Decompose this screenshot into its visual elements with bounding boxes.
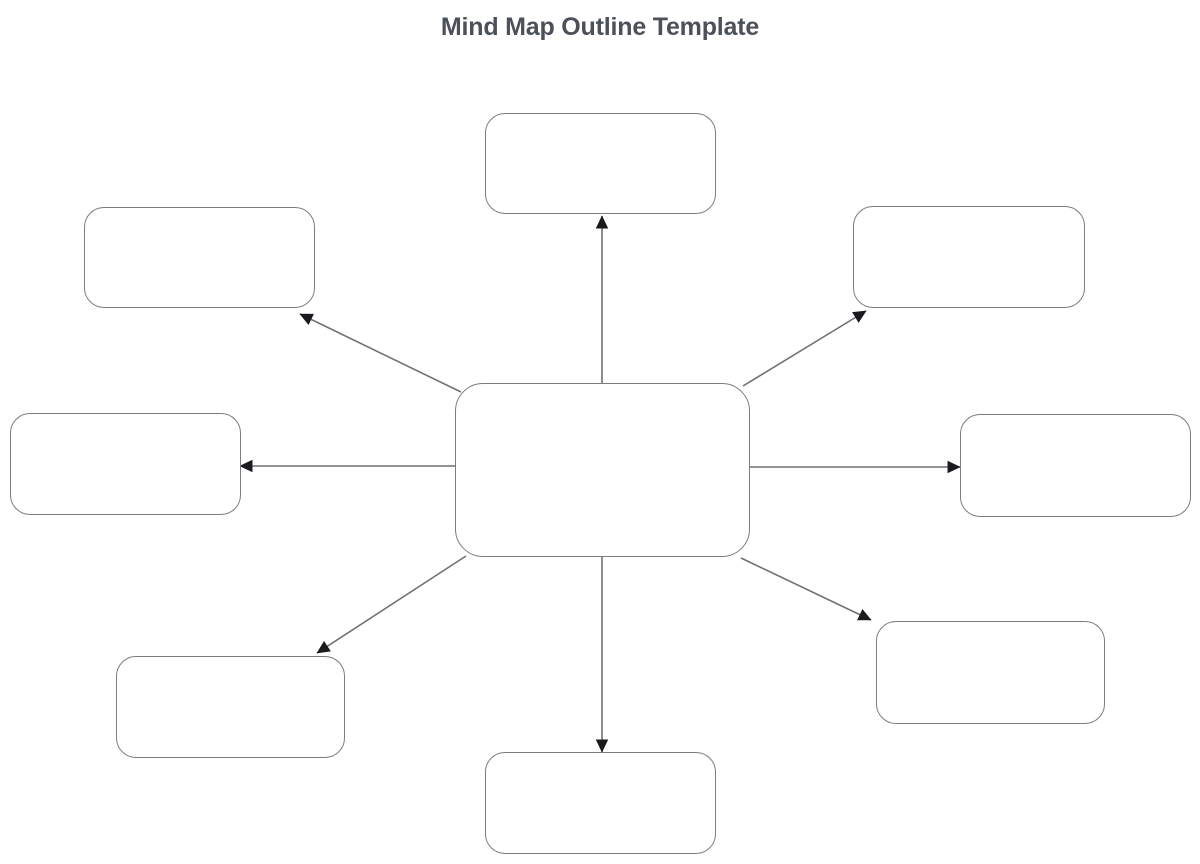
connector-arrow-top-right (742, 310, 867, 387)
connector-arrow-bottom-right (740, 557, 872, 621)
mindmap-branch-node-right[interactable] (960, 414, 1191, 517)
mindmap-central-node[interactable] (455, 383, 750, 557)
mindmap-branch-node-bottom-right[interactable] (876, 621, 1105, 724)
page-title: Mind Map Outline Template (440, 13, 760, 41)
mindmap-branch-node-bottom-left[interactable] (116, 656, 345, 758)
connector-arrow-top-left (299, 313, 462, 393)
connector-arrow-bottom-left (316, 555, 467, 654)
mindmap-branch-node-top[interactable] (485, 113, 716, 214)
mindmap-branch-node-top-right[interactable] (853, 206, 1085, 308)
mindmap-branch-node-bottom[interactable] (485, 752, 716, 854)
mindmap-branch-node-top-left[interactable] (84, 207, 315, 308)
mindmap-branch-node-left[interactable] (10, 413, 241, 515)
